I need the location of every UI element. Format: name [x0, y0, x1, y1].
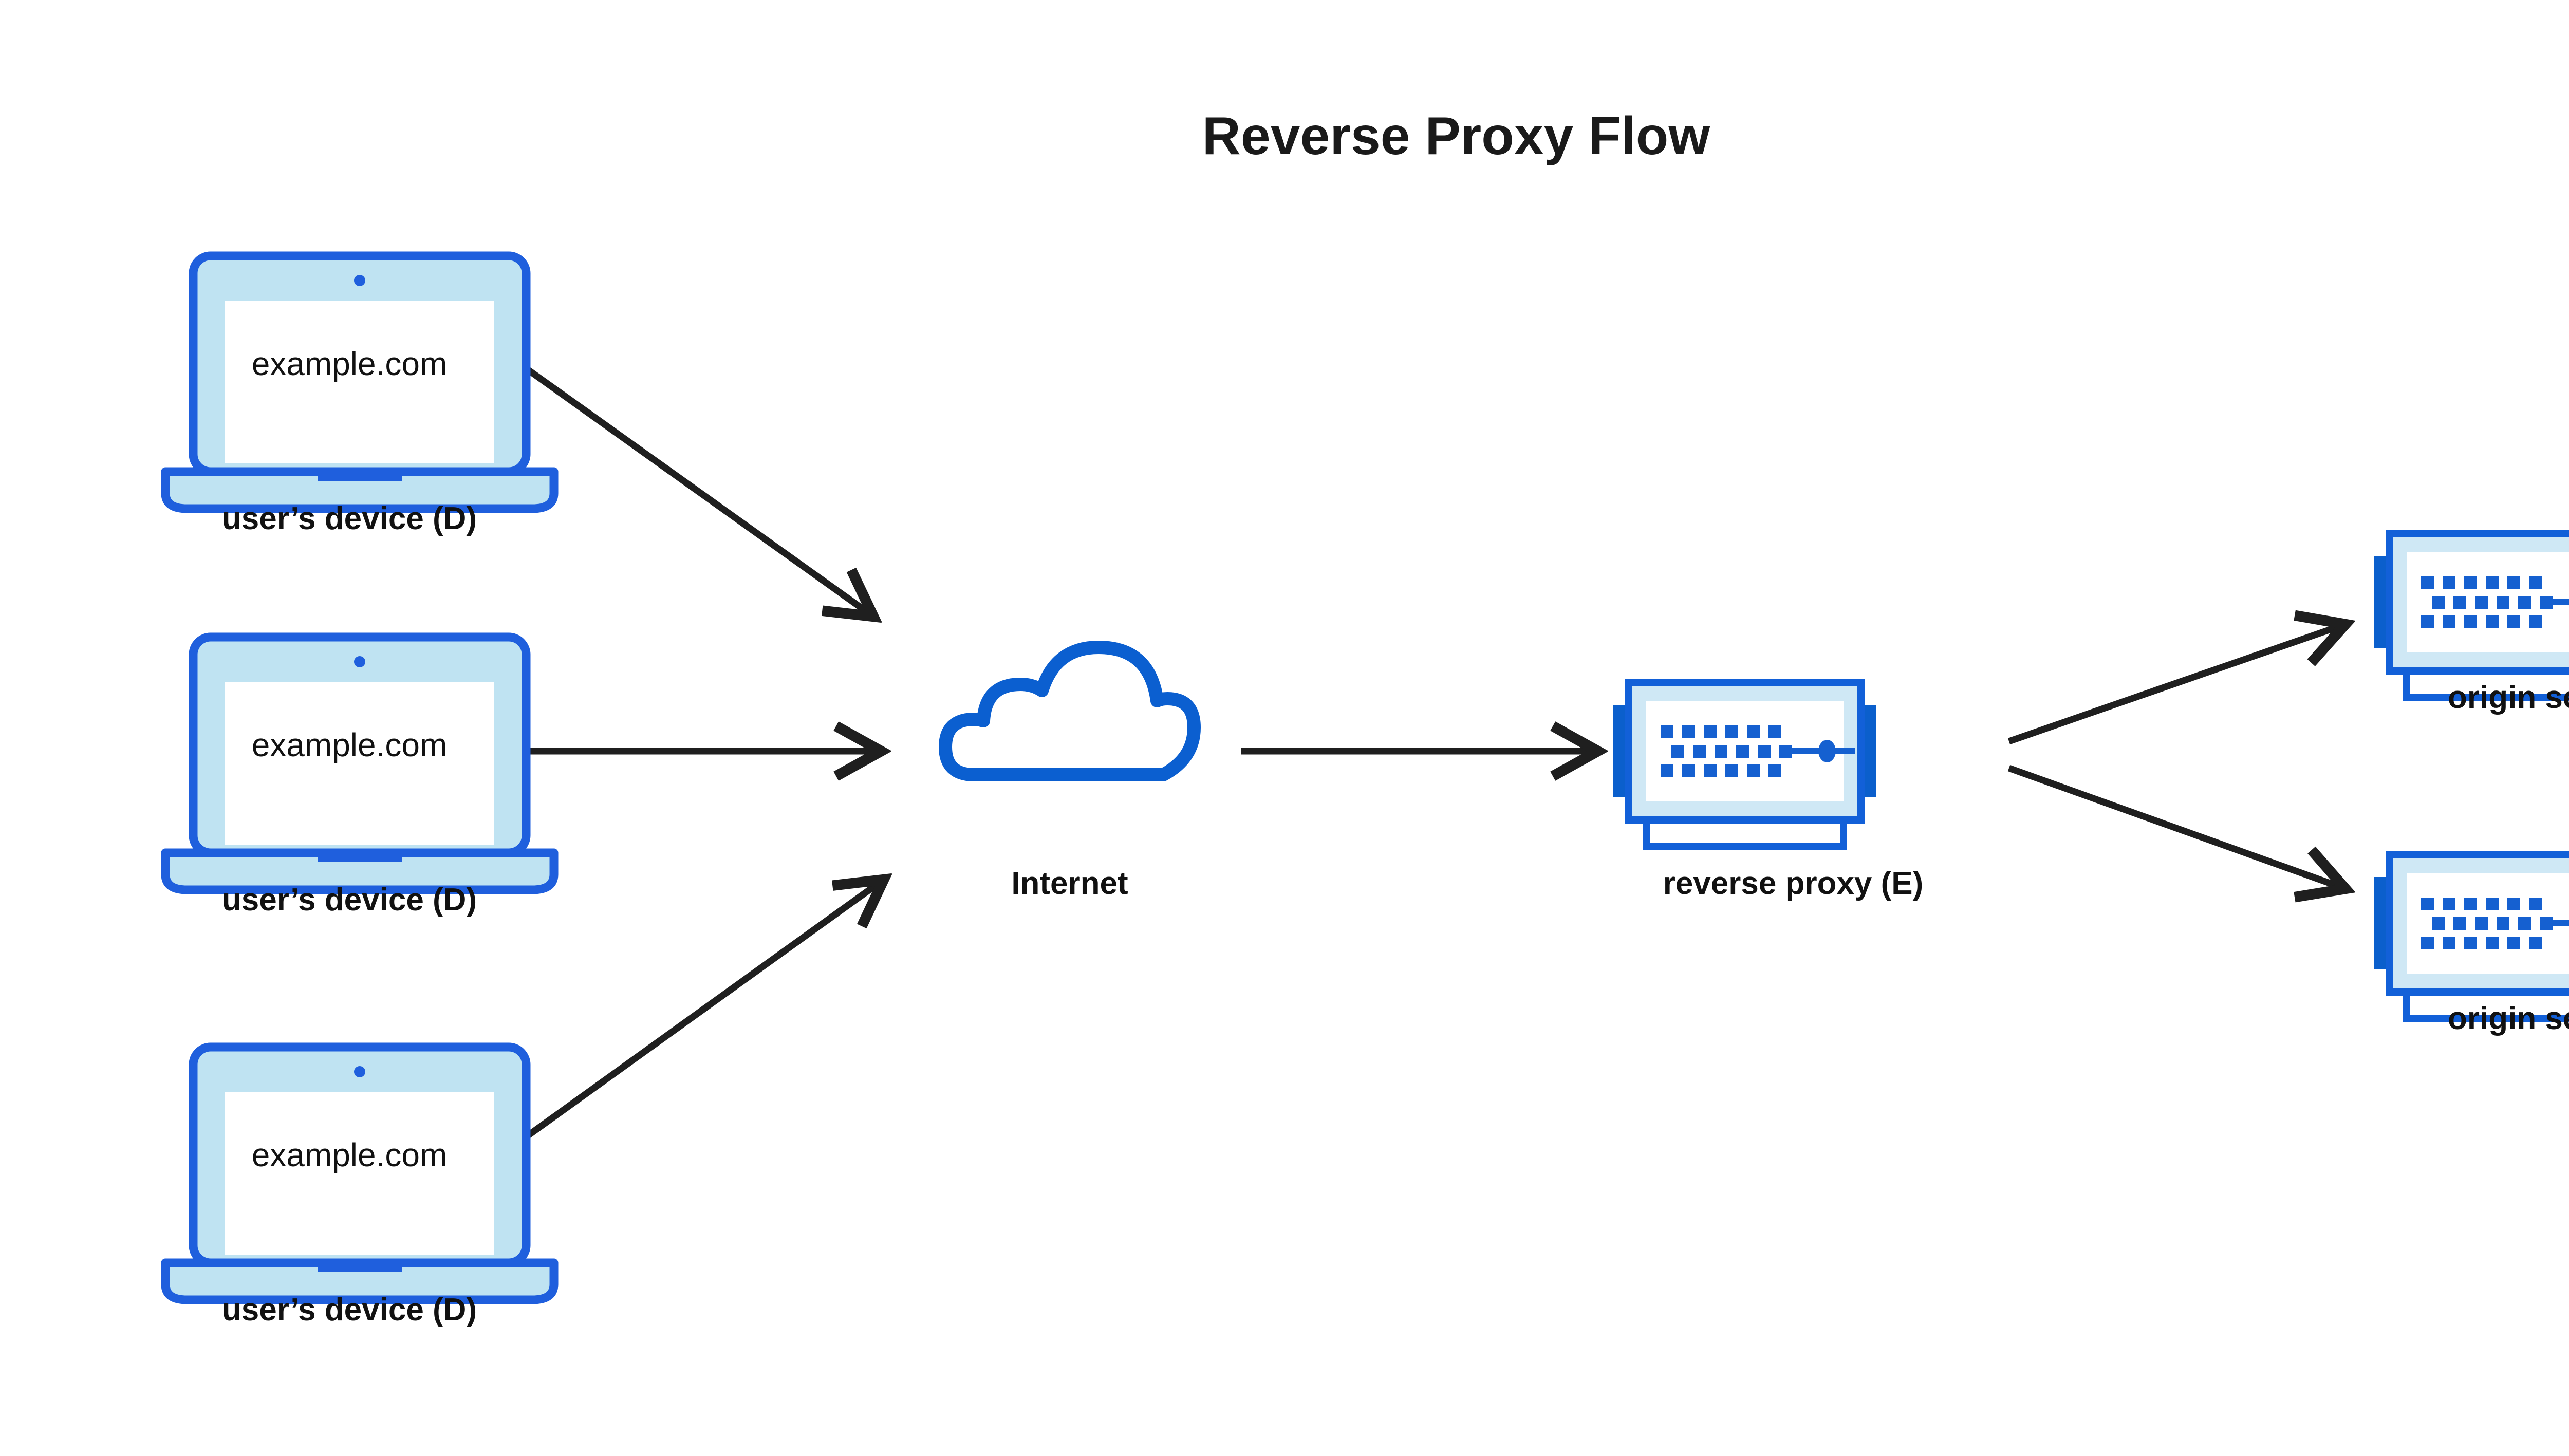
node-user-device-3[interactable]: example.com user’s device (D) — [165, 1047, 554, 1328]
node-user-device-1[interactable]: example.com user’s device (D) — [165, 256, 554, 536]
edge-device1-internet — [512, 357, 873, 617]
node-internet[interactable]: Internet — [945, 647, 1194, 901]
laptop-icon — [165, 1047, 554, 1300]
node-label-reverse-proxy: reverse proxy (E) — [1663, 866, 1924, 901]
device-screen-text: example.com — [252, 726, 448, 763]
node-label-user-device-1: user’s device (D) — [222, 501, 477, 536]
page-title: Reverse Proxy Flow — [1202, 106, 1711, 166]
server-icon — [2374, 854, 2569, 1019]
node-label-user-device-2: user’s device (D) — [222, 882, 477, 918]
laptop-icon — [165, 256, 554, 509]
node-label-origin-server-1: origin server (F) — [2448, 680, 2569, 715]
edge-proxy-origin2 — [2007, 764, 2345, 889]
node-reverse-proxy[interactable]: reverse proxy (E) — [1613, 682, 1923, 901]
cloud-icon — [945, 647, 1194, 775]
device-screen-text: example.com — [252, 345, 448, 382]
node-label-internet: Internet — [1011, 866, 1128, 901]
node-origin-server-1[interactable]: origin server (F) — [2374, 533, 2569, 715]
node-origin-server-2[interactable]: origin server (F) — [2374, 854, 2569, 1036]
server-icon — [1613, 682, 1876, 847]
node-user-device-2[interactable]: example.com user’s device (D) — [165, 637, 554, 918]
edge-device3-internet — [512, 880, 884, 1149]
node-label-user-device-3: user’s device (D) — [222, 1292, 477, 1328]
laptop-icon — [165, 637, 554, 890]
edge-layer — [512, 357, 2345, 1149]
server-icon — [2374, 533, 2569, 698]
node-label-origin-server-2: origin server (F) — [2448, 1001, 2569, 1036]
edge-proxy-origin1 — [2007, 624, 2345, 745]
device-screen-text: example.com — [252, 1136, 448, 1173]
